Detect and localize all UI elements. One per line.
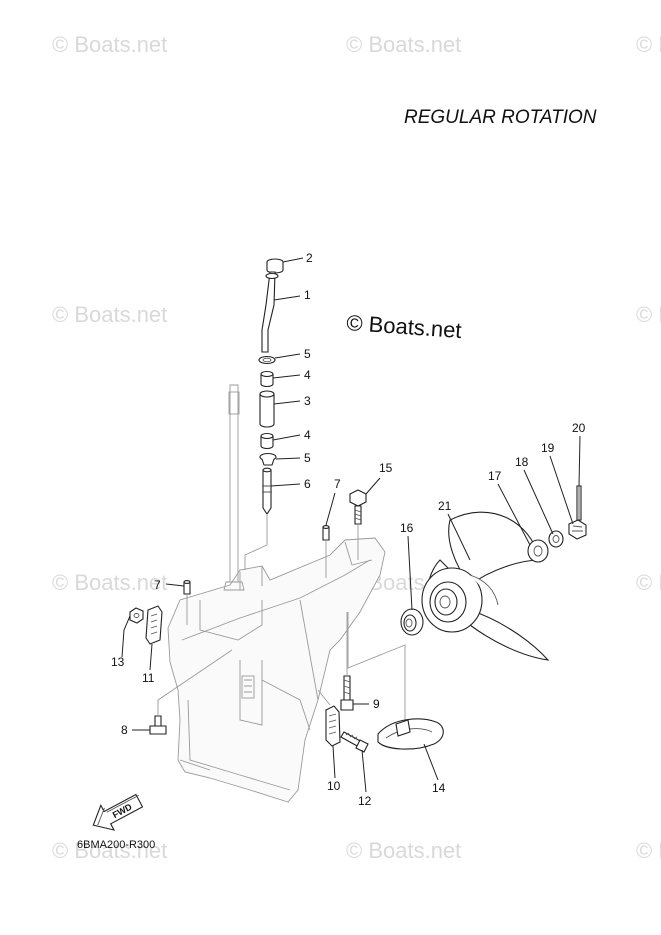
dowel-pins (183, 525, 330, 625)
watermarks: © Boats.net © Boats.net © Boats.net © Bo… (52, 32, 661, 863)
watermark-1: © Boats.net (52, 32, 167, 57)
brand-mark: © Boats.net (346, 310, 463, 343)
bolt-bottom (149, 649, 233, 735)
callout-14: 14 (432, 781, 446, 795)
water-tube (261, 271, 276, 353)
callout-6: 6 (304, 477, 311, 491)
watermark-6: © Boats.net (52, 570, 167, 595)
cotter-pin (576, 485, 582, 521)
callout-20: 20 (572, 421, 586, 435)
callout-2: 2 (306, 251, 313, 265)
propeller (421, 511, 550, 661)
callout-9: 9 (373, 697, 380, 711)
callout-18: 18 (515, 455, 529, 469)
callout-4-top: 4 (304, 368, 311, 382)
callout-5-top: 5 (304, 347, 311, 361)
leader-lines (121, 257, 581, 793)
fwd-arrow-icon (92, 793, 144, 831)
connector-line (347, 612, 406, 720)
watermark-2: © Boats.net (346, 32, 461, 57)
bolt-top (349, 489, 367, 560)
callout-10: 10 (327, 779, 341, 793)
nut (129, 607, 144, 624)
watermark-9: © Boats.net (52, 838, 167, 863)
callouts: 2 1 5 4 3 4 5 6 7 7 15 9 8 13 11 10 12 1… (111, 251, 586, 808)
callout-3: 3 (304, 394, 311, 408)
collar (259, 390, 275, 398)
callout-16: 16 (400, 521, 414, 535)
callout-1: 1 (304, 288, 311, 302)
diagram-title: REGULAR ROTATION (404, 107, 597, 128)
bushing-bottom (260, 432, 274, 440)
anode-side (145, 605, 163, 645)
water-tube-assembly (244, 258, 284, 570)
drawing-code: 6BMA200-R300 (77, 839, 155, 851)
watermark-11: © Boats.net (636, 838, 661, 863)
drive-shaft (223, 384, 245, 591)
callout-5-bottom: 5 (304, 451, 311, 465)
callout-15: 15 (379, 461, 393, 475)
propeller-blade-top (448, 511, 541, 586)
propeller-blade-bottom (469, 609, 550, 661)
watermark-8: © Boats.net (636, 570, 661, 595)
bolt-anode (340, 731, 369, 753)
trim-tab-anode (377, 718, 444, 750)
bolt-middle (340, 612, 354, 711)
callout-19: 19 (541, 441, 555, 455)
watermark-4: © Boats.net (52, 302, 167, 327)
watermark-3: © Boats.net (636, 32, 661, 57)
callout-7-lower: 7 (154, 578, 161, 592)
anode-lower (317, 689, 341, 747)
callout-13: 13 (111, 655, 125, 669)
callout-12: 12 (358, 794, 372, 808)
callout-4-bottom: 4 (304, 428, 311, 442)
watermark-5: © Boats.net (636, 302, 661, 327)
callout-17: 17 (488, 469, 502, 483)
watermark-10: © Boats.net (346, 838, 461, 863)
propeller-nut (568, 519, 587, 540)
thrust-washer (400, 608, 424, 636)
washer (548, 530, 564, 548)
callout-21: 21 (438, 499, 452, 513)
spacer (527, 539, 549, 563)
fwd-arrow: FWD (92, 793, 144, 831)
callout-11: 11 (142, 671, 155, 685)
callout-7-upper: 7 (334, 477, 341, 491)
bushing-top (260, 370, 274, 378)
callout-8: 8 (121, 723, 128, 737)
lower-casing (167, 537, 386, 803)
